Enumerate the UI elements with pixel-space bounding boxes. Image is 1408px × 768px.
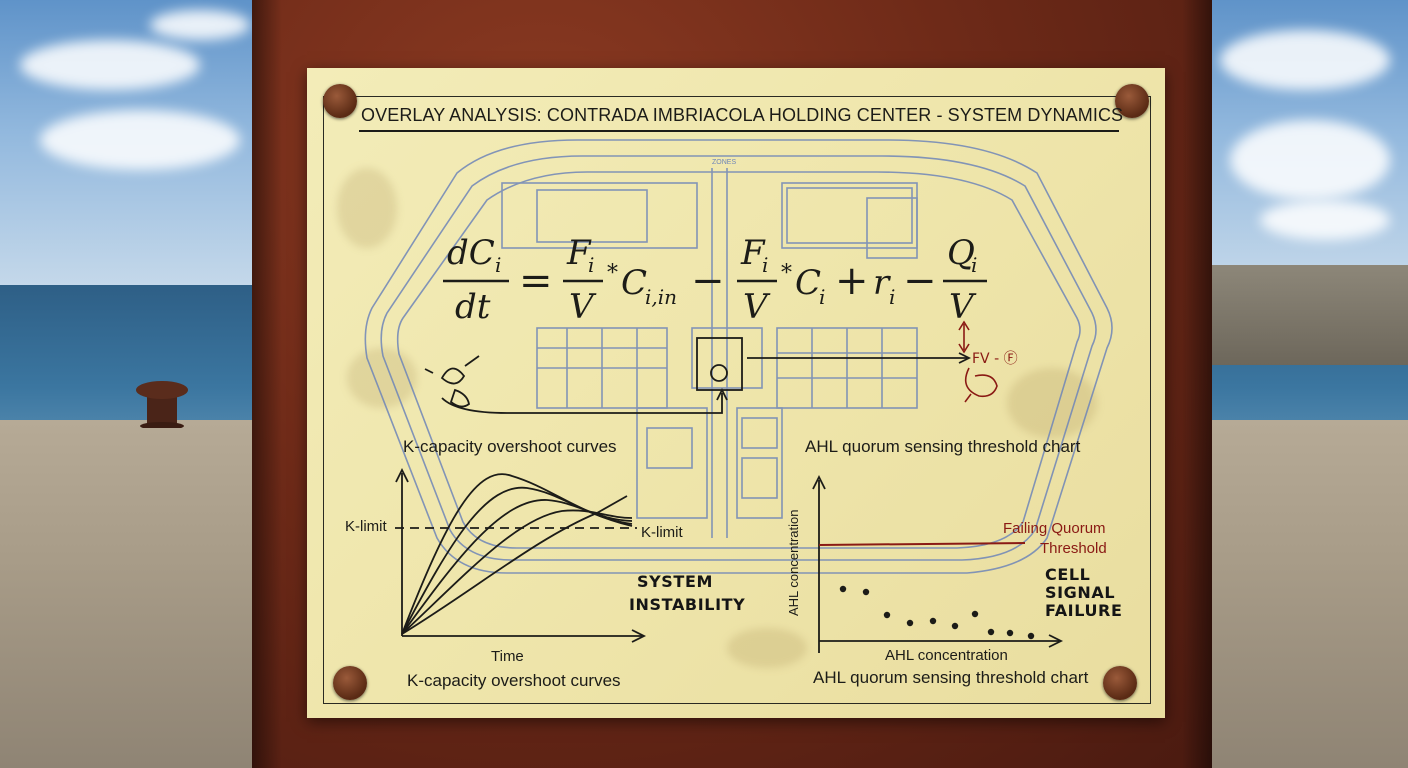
k-curve-5: [401, 495, 628, 635]
handwritten-cell: CELL: [1045, 565, 1091, 584]
failing-quorum-threshold-line: [818, 542, 1026, 546]
right-chart-heading: AHL quorum sensing threshold chart: [805, 437, 1081, 456]
right-chart-caption: AHL quorum sensing threshold chart: [813, 668, 1089, 687]
eq-lhs-denominator: dt: [455, 287, 491, 327]
cloud: [20, 40, 200, 90]
ahl-threshold-chart: AHL concentration: [786, 474, 1064, 653]
left-chart-x-arrow: [631, 629, 647, 643]
eq-t1-numerator: F: [566, 233, 592, 273]
cloud: [150, 10, 250, 40]
cloud: [40, 110, 240, 170]
pillar-shadow-right: [1182, 0, 1212, 768]
k-capacity-chart: [395, 467, 647, 643]
floorplan-blueprint: ZONES: [364, 139, 1113, 574]
right-chart-x-label: AHL concentration: [885, 647, 1008, 664]
data-point: [1006, 629, 1014, 637]
cloud: [1220, 30, 1390, 90]
eq-t1-var: C: [621, 263, 647, 303]
handwritten-instability: INSTABILITY: [629, 595, 746, 614]
right-chart-y-label: AHL concentration: [786, 510, 801, 616]
data-point: [883, 611, 891, 619]
data-point: [862, 588, 870, 596]
bolt-icon: [1103, 666, 1137, 700]
eq-t1-var-sub: i,in: [645, 285, 677, 309]
handwritten-failure: FAILURE: [1045, 601, 1123, 620]
eq-t2-denominator: V: [743, 287, 771, 327]
eq-minus-1: −: [691, 258, 725, 304]
floorplan-zone-label: ZONES: [712, 159, 736, 166]
handwritten-signal: SIGNAL: [1045, 583, 1116, 602]
data-point: [951, 622, 959, 630]
mooring-bollard: [136, 381, 188, 428]
bolt-icon: [323, 84, 357, 118]
k-curve-3: [401, 499, 633, 635]
right-chart-x-arrow: [1048, 634, 1064, 648]
stone-jetty: [1195, 265, 1408, 365]
left-chart-y-arrow: [395, 467, 409, 483]
eq-t4-denominator: V: [949, 287, 977, 327]
poster-title: OVERLAY ANALYSIS: CONTRADA IMBRIACOLA HO…: [361, 105, 1124, 125]
eq-t2-var: C: [795, 263, 821, 303]
cloud: [1260, 200, 1390, 240]
eq-t4-numerator: Q: [947, 233, 975, 273]
eq-t1-denominator: V: [569, 287, 597, 327]
poster-border: [323, 96, 1151, 704]
eq-t1-numerator-sub: i: [588, 253, 594, 277]
right-chart-y-arrow: [812, 474, 826, 490]
data-point: [839, 585, 847, 593]
left-chart-x-label: Time: [491, 648, 524, 665]
data-point: [1027, 632, 1035, 640]
threshold-label-line1: Failing Quorum: [1003, 520, 1106, 537]
eq-t2-var-sub: i: [819, 285, 825, 309]
k-limit-left-label: K-limit: [345, 518, 387, 535]
pillar-shadow-left: [252, 0, 282, 768]
eq-t4-numerator-sub: i: [971, 253, 977, 277]
k-limit-right-label: K-limit: [641, 524, 683, 541]
eq-times-2: *: [781, 261, 792, 286]
eq-lhs-numerator-sub: i: [495, 253, 501, 277]
eq-times-1: *: [607, 261, 618, 286]
eq-t3-var-sub: i: [889, 285, 895, 309]
handwritten-system: SYSTEM: [637, 572, 713, 591]
red-annotation: FV - Ⓕ: [972, 351, 1018, 367]
left-chart-caption: K-capacity overshoot curves: [407, 671, 621, 690]
differential-equation: dC i dt = F i V * C i,in − F i V * C i: [443, 233, 1018, 367]
eq-t3-var: r: [873, 263, 891, 303]
k-curve-4: [401, 509, 633, 635]
paper-stain: [337, 168, 397, 248]
left-chart-heading: K-capacity overshoot curves: [403, 437, 617, 456]
poster: ZONES OVERLAY ANALYS: [307, 68, 1165, 718]
data-point: [971, 610, 979, 618]
bolt-icon: [333, 666, 367, 700]
threshold-label-line2: Threshold: [1040, 540, 1107, 557]
eq-t2-numerator-sub: i: [762, 253, 768, 277]
bolt-icon: [1115, 84, 1149, 118]
eq-plus: +: [835, 258, 869, 304]
data-point: [987, 628, 995, 636]
eq-t2-numerator: F: [740, 233, 766, 273]
eq-equals: =: [519, 258, 553, 304]
eq-minus-2: −: [903, 258, 937, 304]
title-underline: [359, 130, 1119, 132]
data-point: [906, 619, 914, 627]
paper-stain: [727, 628, 807, 668]
cloud: [1230, 120, 1390, 200]
data-point: [929, 617, 937, 625]
eq-lhs-numerator: dC: [447, 233, 495, 273]
